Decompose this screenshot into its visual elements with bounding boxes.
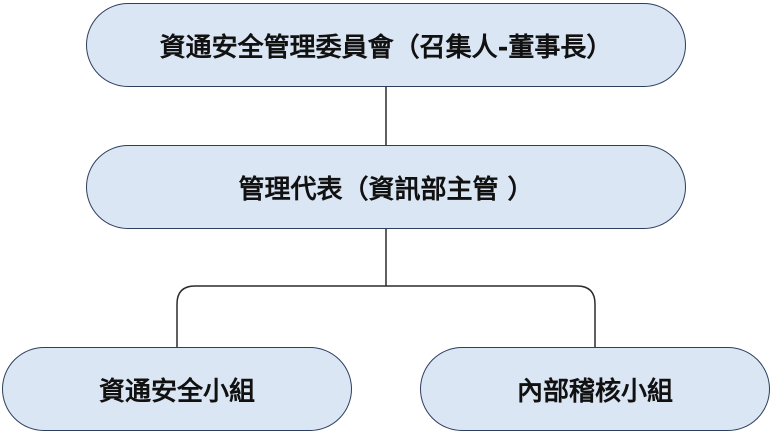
- node-committee: 資通安全管理委員會（召集人-董事長）: [86, 3, 686, 87]
- node-security-team: 資通安全小組: [2, 347, 352, 431]
- node-management-representative: 管理代表（資訊部主管 ）: [86, 145, 686, 229]
- node-audit-team-label: 內部稽核小組: [516, 376, 673, 407]
- node-management-representative-label: 管理代表（資訊部主管 ）: [238, 174, 534, 205]
- node-security-team-label: 資通安全小組: [98, 376, 255, 407]
- node-audit-team: 內部稽核小組: [420, 347, 770, 431]
- connector-branch: [176, 285, 596, 347]
- node-committee-label: 資通安全管理委員會（召集人-董事長）: [159, 32, 613, 63]
